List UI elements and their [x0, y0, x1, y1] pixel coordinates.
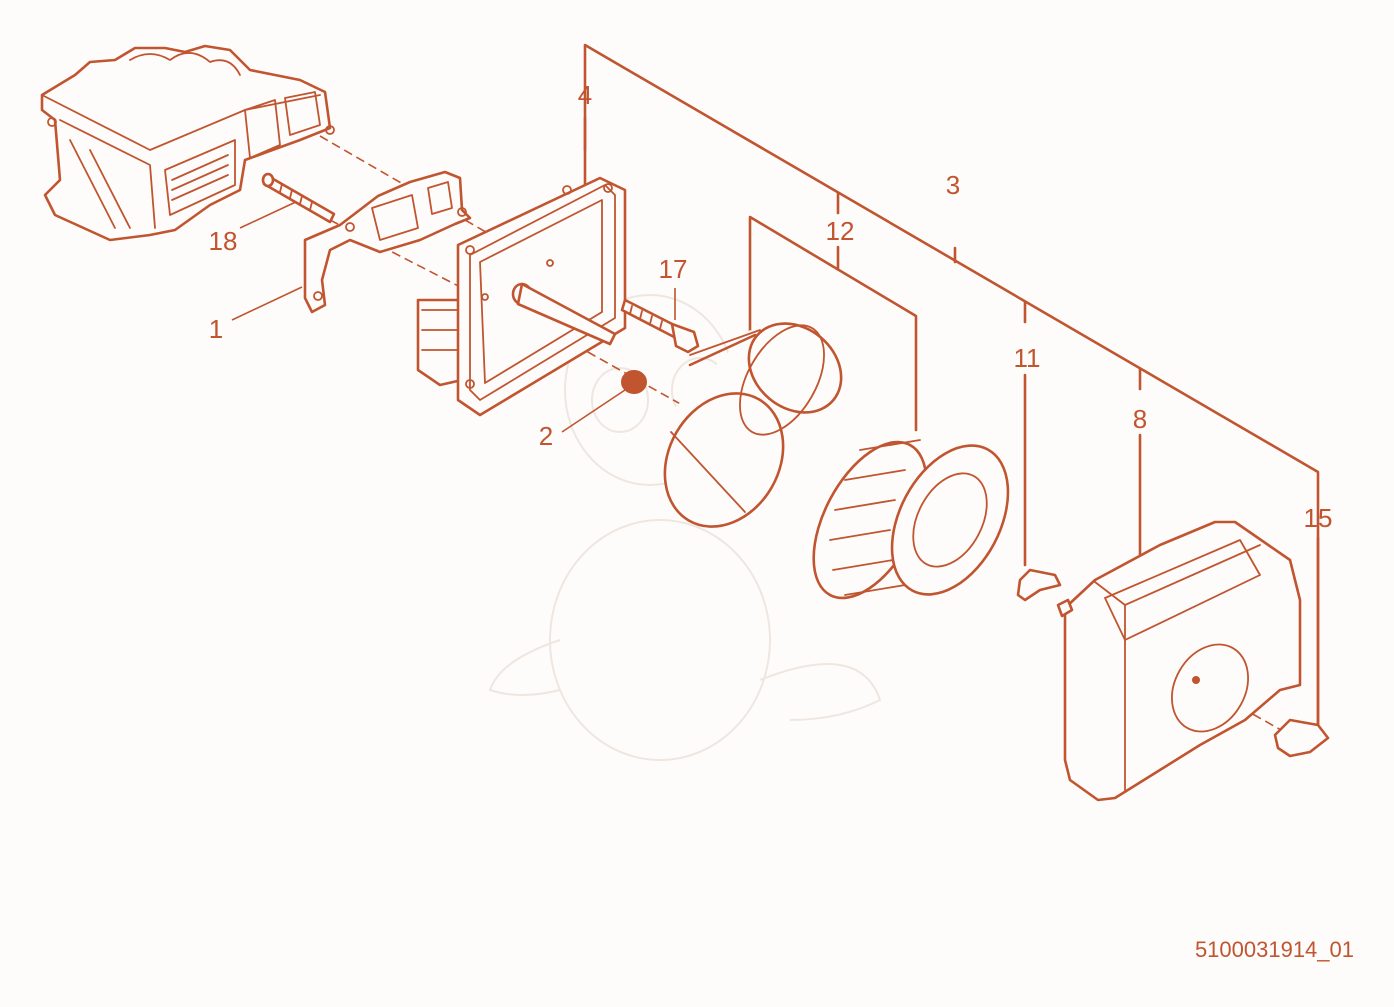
callout-1: 1: [209, 314, 223, 344]
part-2-nut: [621, 370, 647, 394]
part-8-filter-cover: [1056, 520, 1302, 802]
part-18-bolt: [261, 172, 336, 224]
callout-4: 4: [578, 80, 592, 110]
part-11-clip: [1016, 568, 1062, 602]
part-17-screw: [620, 298, 700, 354]
callout-15: 15: [1304, 503, 1333, 533]
part-1-gasket: [303, 170, 472, 314]
callout-11: 11: [1014, 343, 1041, 373]
part-12-filter-element: [812, 439, 1010, 600]
callout-8: 8: [1133, 404, 1147, 434]
prefilter-sleeve: [663, 322, 843, 528]
part-4-filter-base: [416, 176, 627, 417]
callout-18: 18: [209, 226, 238, 256]
callout-3: 3: [946, 170, 960, 200]
bracket-12: [748, 215, 918, 432]
callout-2: 2: [539, 421, 553, 451]
drawing-number: 5100031914_01: [1195, 937, 1354, 962]
part-15-knob: [1273, 718, 1330, 758]
callout-12: 12: [826, 216, 855, 246]
callout-17: 17: [659, 254, 688, 284]
carburetor-housing: [40, 44, 335, 242]
callouts: 4 3 12 18 17 1 11 8 2 15: [209, 80, 1333, 533]
leaders: [231, 199, 1320, 727]
